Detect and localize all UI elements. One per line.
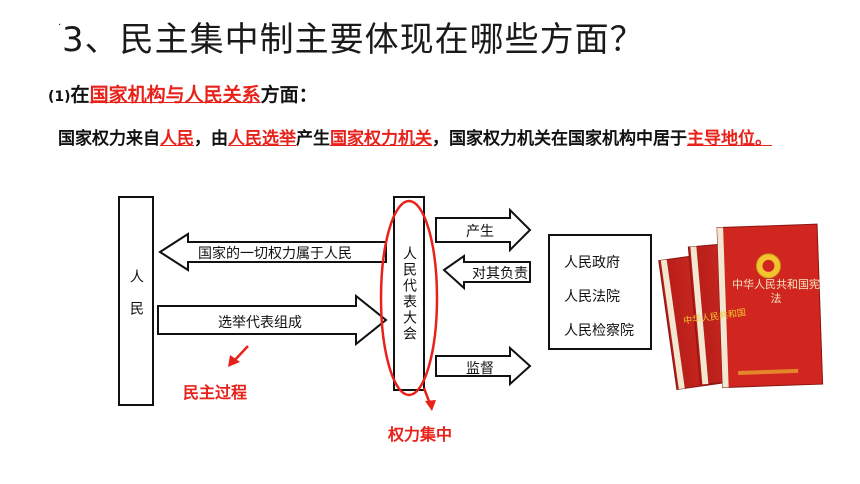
label-democracy-process: 民主过程 [183, 379, 247, 403]
label-power-centralism: 权力集中 [388, 421, 452, 445]
arrow-label-elect: 选举代表组成 [218, 312, 302, 332]
centralism-pointer-head [425, 400, 436, 411]
npc-highlight-ellipse [381, 201, 437, 395]
arrow-label-responsible: 对其负责 [472, 263, 528, 283]
org-procuratorate: 人民检察院 [564, 320, 634, 340]
arrow-label-supervise: 监督 [466, 358, 494, 378]
org-court: 人民法院 [564, 286, 620, 306]
org-government: 人民政府 [564, 252, 620, 272]
state-organs-box: 人民政府 人民法院 人民检察院 [548, 234, 652, 350]
book-cover-text: 中华人民共和国宪法 [732, 278, 820, 305]
arrow-label-power: 国家的一切权力属于人民 [198, 243, 352, 263]
arrow-label-produce: 产生 [466, 221, 494, 241]
book-cover-title: 中华人民共和国宪法 [728, 278, 824, 306]
